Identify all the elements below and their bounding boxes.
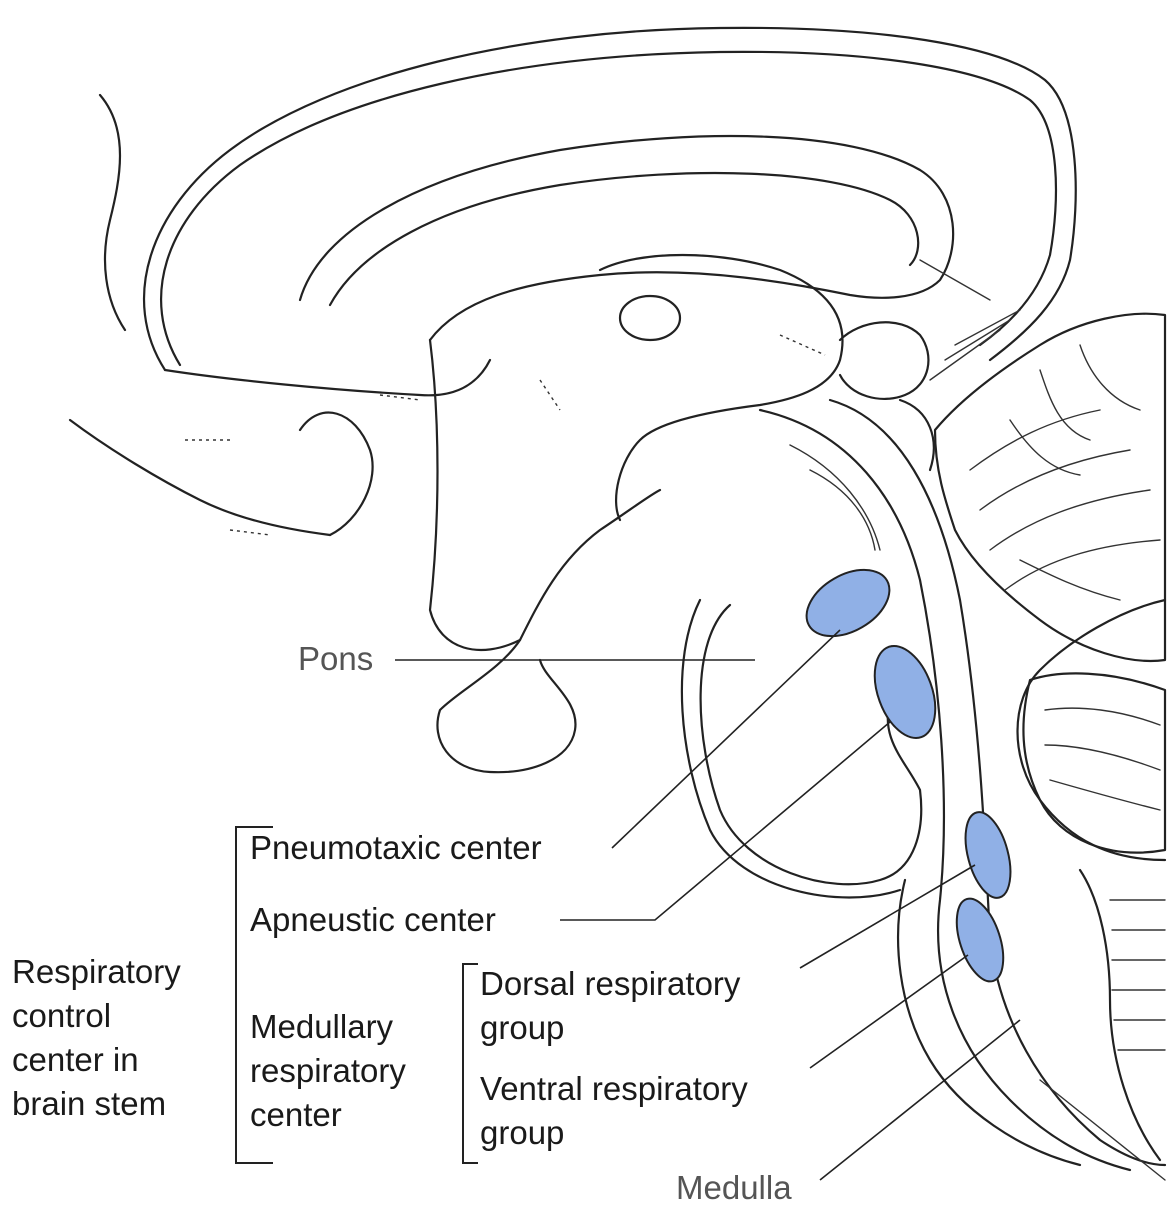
dorsal-leader — [800, 865, 975, 968]
ventral-line-2: group — [480, 1111, 748, 1155]
medullary-line-3: center — [250, 1093, 406, 1137]
ventral-leader — [810, 955, 968, 1068]
pneumotaxic-leader — [612, 630, 840, 848]
brainstem-anterior — [760, 410, 1130, 1170]
pneumotaxic-center-blob — [795, 556, 901, 649]
pons-inner — [682, 600, 900, 898]
respiratory-control-label: Respiratory control center in brain stem — [12, 950, 181, 1126]
ventral-group-blob — [948, 893, 1013, 987]
cerebrum-inner-outline — [161, 52, 1056, 365]
medullary-center-bracket — [462, 963, 478, 1164]
medulla-leader — [820, 1020, 1020, 1180]
cerebellum-lower — [1023, 673, 1165, 852]
ventral-group-label: Ventral respiratory group — [480, 1067, 748, 1155]
cerebrum-outline — [144, 28, 1076, 370]
interthalamic-adhesion — [620, 296, 680, 340]
dorsal-group-label: Dorsal respiratory group — [480, 962, 740, 1050]
dorsal-line-1: Dorsal respiratory — [480, 962, 740, 1006]
frontal-lobe-line — [165, 360, 490, 395]
dorsal-group-blob — [957, 807, 1018, 902]
corpus-callosum-inner — [330, 173, 918, 305]
control-line-3: center in — [12, 1038, 181, 1082]
midbrain-outline — [600, 255, 843, 520]
corpus-callosum — [300, 136, 953, 340]
medullary-center-label: Medullary respiratory center — [250, 1005, 406, 1137]
apneustic-center-label: Apneustic center — [250, 898, 496, 942]
ventral-line-1: Ventral respiratory — [480, 1067, 748, 1111]
dorsal-line-2: group — [480, 1006, 740, 1050]
frontal-curve — [70, 420, 330, 535]
cerebellum-upper — [935, 314, 1165, 661]
control-line-4: brain stem — [12, 1082, 181, 1126]
pineal-region — [840, 322, 928, 399]
apneustic-center-blob — [863, 638, 947, 747]
pneumotaxic-center-label: Pneumotaxic center — [250, 826, 542, 870]
control-line-2: control — [12, 994, 181, 1038]
control-line-1: Respiratory — [12, 950, 181, 994]
medullary-line-1: Medullary — [250, 1005, 406, 1049]
medulla-label: Medulla — [676, 1166, 792, 1210]
olfactory-area — [100, 95, 125, 330]
frontal-gyrus — [300, 413, 373, 535]
pons-label: Pons — [298, 637, 373, 681]
medullary-line-2: respiratory — [250, 1049, 406, 1093]
